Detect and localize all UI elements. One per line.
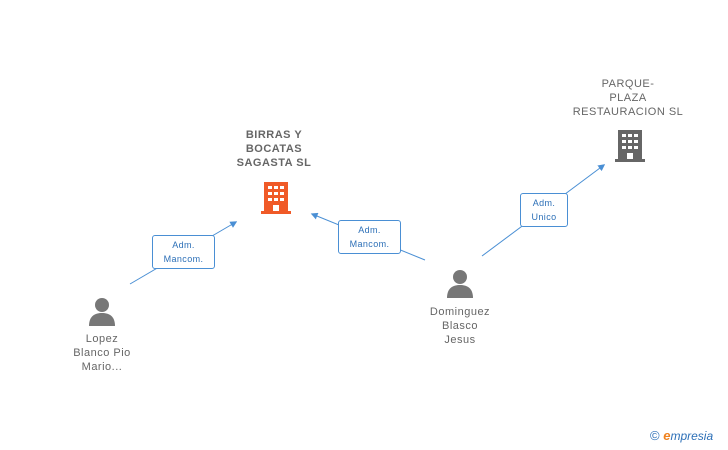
copyright-symbol: © [650, 428, 660, 443]
company-label-line: BIRRAS Y [245, 129, 303, 141]
company-label-parque[interactable]: PARQUE- PLAZA RESTAURACION SL [568, 77, 688, 119]
brand-watermark: © empresia [650, 428, 713, 443]
building-icon[interactable] [615, 126, 645, 162]
person-label-line: Mario... [81, 361, 123, 373]
edge-badge-line: Adm. [532, 198, 556, 208]
person-label-dominguez[interactable]: Dominguez Blasco Jesus [410, 305, 510, 347]
edge-badge-lopez-birras[interactable]: Adm. Mancom. [152, 235, 215, 269]
company-label-birras[interactable]: BIRRAS Y BOCATAS SAGASTA SL [215, 128, 333, 170]
company-label-line: PARQUE- [601, 78, 655, 90]
edge-badge-dominguez-parque[interactable]: Adm. Unico [520, 193, 568, 227]
edge-badge-line: Mancom. [349, 239, 390, 249]
person-label-line: Jesus [444, 334, 476, 346]
building-icon-highlight[interactable] [261, 178, 291, 214]
company-label-line: BOCATAS [245, 143, 303, 155]
person-label-line: Dominguez [429, 306, 491, 318]
person-icon[interactable] [87, 296, 117, 326]
brand-logo-rest: mpresia [670, 429, 714, 443]
person-icon[interactable] [445, 268, 475, 298]
person-label-line: Lopez [85, 333, 119, 345]
edge-badge-line: Unico [531, 212, 557, 222]
company-label-line: RESTAURACION SL [572, 106, 684, 118]
person-label-line: Blanco Pio [73, 347, 131, 359]
edge-badge-line: Mancom. [163, 254, 204, 264]
edge-badge-dominguez-birras[interactable]: Adm. Mancom. [338, 220, 401, 254]
person-label-lopez[interactable]: Lopez Blanco Pio Mario... [52, 332, 152, 374]
company-label-line: SAGASTA SL [236, 157, 312, 169]
company-label-line: PLAZA [609, 92, 647, 104]
edge-badge-line: Adm. [172, 240, 195, 250]
brand-logo-initial: e [663, 428, 671, 443]
person-label-line: Blasco [441, 320, 479, 332]
edge-badge-line: Adm. [358, 225, 381, 235]
